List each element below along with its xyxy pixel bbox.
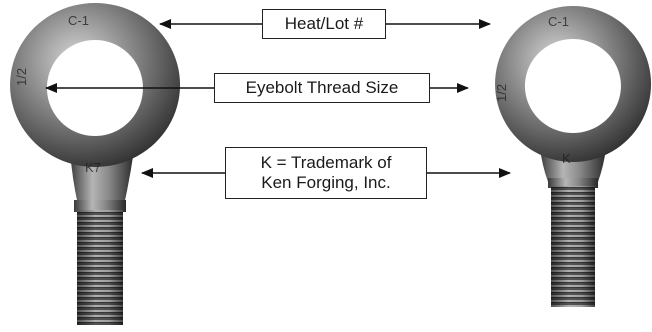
right-eyebolt-ring (495, 6, 652, 162)
left-thread-shading (77, 210, 123, 325)
trademark-text-line2: Ken Forging, Inc. (261, 173, 391, 192)
right-trademark-stamp: K (562, 151, 571, 166)
right-eyebolt-shank (548, 178, 598, 188)
thread-size-label: Eyebolt Thread Size (214, 73, 430, 103)
heat-lot-text: Heat/Lot # (284, 14, 364, 33)
left-heat-stamp: C-1 (68, 13, 89, 28)
left-trademark-stamp: K7 (85, 160, 101, 175)
right-heat-stamp: C-1 (548, 14, 569, 29)
right-thread-shading (551, 186, 595, 307)
callout-arrows (45, 19, 511, 178)
right-eyebolt: C-1 1/2 K (494, 6, 652, 307)
trademark-text-line1: K = Trademark of (260, 153, 392, 172)
heat-lot-label: Heat/Lot # (262, 9, 386, 39)
thread-size-text: Eyebolt Thread Size (245, 78, 399, 97)
left-eyebolt-ring (10, 3, 181, 167)
trademark-label: K = Trademark of Ken Forging, Inc. (225, 147, 427, 199)
left-eyebolt: C-1 1/2 K7 (10, 3, 181, 325)
left-eyebolt-shank (74, 200, 126, 212)
left-size-stamp: 1/2 (14, 68, 29, 86)
right-size-stamp: 1/2 (494, 84, 509, 102)
